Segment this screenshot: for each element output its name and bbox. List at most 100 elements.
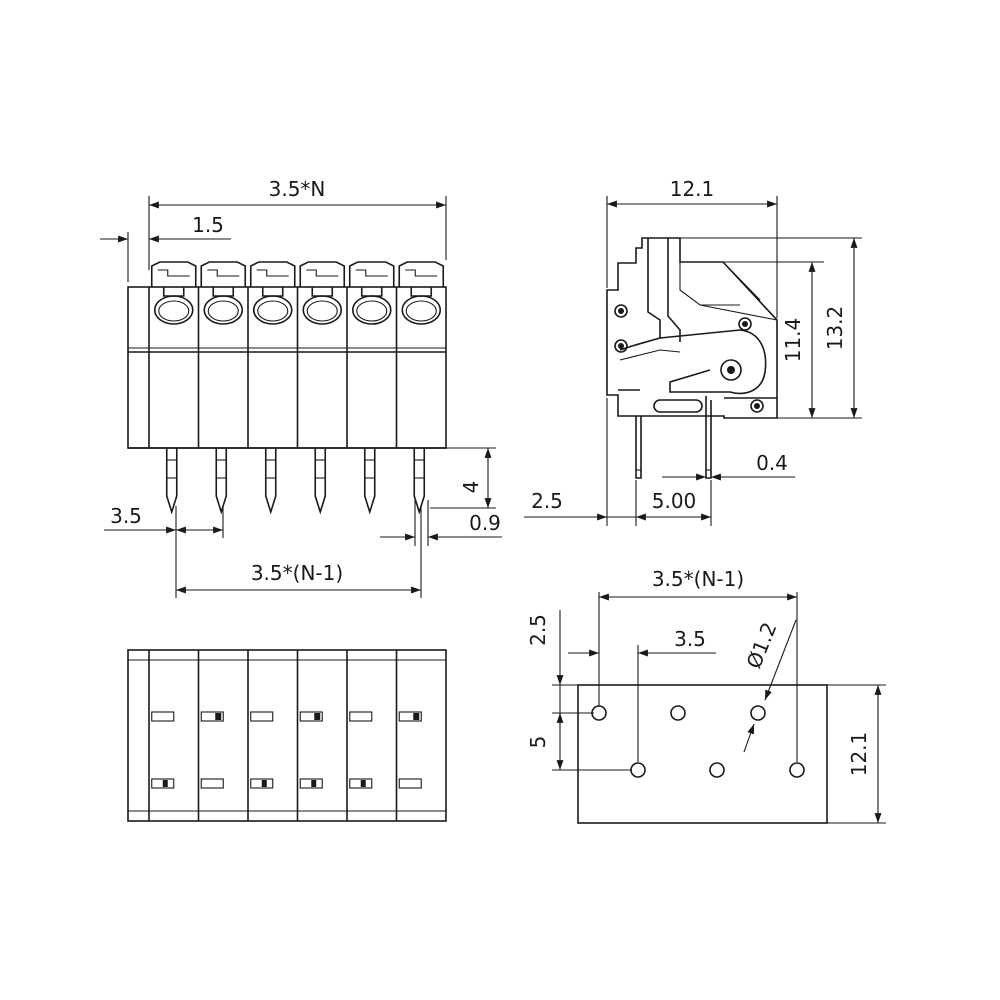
bottom-mark	[413, 713, 420, 720]
wire-entry-inner	[405, 300, 437, 322]
bottom-view	[127, 649, 447, 822]
side-body	[606, 237, 778, 419]
pcb-hole-5	[709, 762, 725, 778]
front-pole-3	[247, 261, 296, 515]
pcb-footprint-outline	[577, 684, 828, 824]
bottom-slot-upper	[200, 711, 224, 722]
release-button-slot	[207, 269, 240, 277]
bottom-pole-2	[197, 650, 224, 821]
bottom-slot-upper	[151, 711, 175, 722]
front-pole-4	[296, 261, 346, 515]
front-pole-6	[395, 261, 445, 515]
pcb-hole-3	[750, 705, 766, 721]
pcb-pin	[363, 448, 376, 515]
dim-side-pin-thickness: 0.4	[662, 451, 795, 481]
bottom-slot-lower	[349, 778, 373, 789]
dim-pin-width: 0.9	[380, 500, 502, 546]
release-button-slot	[256, 269, 289, 277]
bottom-pole-6	[395, 650, 422, 821]
front-poles	[150, 261, 445, 515]
bottom-poles	[151, 650, 422, 821]
front-pole-1	[150, 261, 197, 515]
pcb-pin	[264, 448, 277, 515]
dim-pcb-row-offset: 2.5	[526, 610, 594, 714]
dim-pcb-depth: 12.1	[827, 684, 886, 824]
pcb-hole-4	[630, 762, 646, 778]
pcb-pin	[165, 448, 178, 515]
bottom-mark	[360, 780, 366, 787]
dim-pcb-depth-label: 12.1	[847, 732, 871, 777]
bottom-slot-lower	[398, 778, 422, 789]
wire-entry	[401, 295, 442, 325]
dim-side-height-total: 13.2	[680, 237, 862, 419]
front-body	[127, 286, 447, 449]
front-pole-2	[197, 261, 247, 515]
dim-side-height-total-label: 13.2	[823, 306, 847, 351]
dim-side-pin-offset: 2.5	[524, 398, 637, 526]
bottom-pole-3	[247, 650, 274, 821]
bottom-slot-lower	[151, 778, 175, 789]
pcb-pin	[215, 448, 228, 515]
dim-pcb-hole-diameter-label: Ø1.2	[741, 619, 781, 672]
clamp-window	[360, 287, 383, 297]
pcb-hole-6	[789, 762, 805, 778]
side-pin-left	[635, 416, 642, 479]
dim-edge-offset-label: 1.5	[192, 213, 224, 237]
dim-pin-span: 3.5*(N-1)	[176, 506, 422, 598]
wire-entry	[302, 295, 343, 325]
dim-side-height-body-label: 11.4	[781, 318, 805, 363]
release-button	[348, 261, 395, 287]
wire-entry	[351, 295, 392, 325]
wire-entry	[203, 295, 244, 325]
wire-entry-inner	[257, 300, 289, 322]
clamp-window	[410, 287, 433, 297]
dim-side-depth-label: 12.1	[670, 177, 715, 201]
side-view: 12.1 13.2 11.4 2.5 5.00	[524, 177, 862, 526]
release-button-slot	[355, 269, 388, 277]
dim-pin-length-label: 4	[459, 481, 483, 494]
pcb-holes	[591, 705, 805, 778]
dim-overall-width-label: 3.5*N	[269, 177, 326, 201]
dim-pcb-pin-span: 3.5*(N-1)	[598, 567, 798, 762]
release-button	[249, 261, 296, 287]
clamp-window	[212, 287, 235, 297]
release-button-slot	[306, 269, 339, 277]
bottom-slot-lower	[200, 778, 224, 789]
clamp-window	[162, 287, 185, 297]
dim-pcb-row-spacing-label: 5	[526, 736, 550, 749]
dim-pin-width-label: 0.9	[469, 511, 501, 535]
bottom-slot-lower	[299, 778, 323, 789]
bottom-mark	[311, 780, 317, 787]
dim-pitch: 3.5	[104, 504, 224, 598]
dim-overall-width: 3.5*N	[148, 177, 447, 270]
pcb-layout: 3.5*(N-1) 3.5 2.5 5 12.1	[526, 567, 886, 824]
dim-side-depth: 12.1	[606, 177, 778, 318]
bottom-mark	[162, 780, 168, 787]
bottom-mark	[215, 713, 222, 720]
clamp-window	[311, 287, 334, 297]
wire-entry-inner	[207, 300, 239, 322]
dim-side-pin-spacing-label: 5.00	[652, 489, 697, 513]
wire-entry	[153, 295, 194, 325]
bottom-pole-4	[296, 650, 323, 821]
bottom-slot-upper	[398, 711, 422, 722]
dim-side-pin-spacing: 5.00	[636, 480, 712, 526]
bottom-slot-upper	[250, 711, 274, 722]
dim-pcb-pin-span-label: 3.5*(N-1)	[652, 567, 744, 591]
wire-entry-inner	[306, 300, 338, 322]
bottom-pole-5	[346, 650, 373, 821]
clamp-window	[261, 287, 284, 297]
dim-pin-length: 4	[430, 447, 496, 509]
dim-pcb-pitch: 3.5	[568, 627, 716, 762]
front-view: 3.5*N 1.5 3.5 3.5*(N-1) 4	[100, 177, 502, 598]
pcb-hole-2	[670, 705, 686, 721]
dim-side-pin-thickness-label: 0.4	[756, 451, 788, 475]
release-button	[299, 261, 346, 287]
pcb-hole-1	[591, 705, 607, 721]
dim-pin-span-label: 3.5*(N-1)	[251, 561, 343, 585]
pcb-pin	[314, 448, 327, 515]
dim-pcb-row-offset-label: 2.5	[526, 614, 550, 646]
front-pole-5	[346, 261, 395, 515]
release-button-slot	[405, 269, 438, 277]
